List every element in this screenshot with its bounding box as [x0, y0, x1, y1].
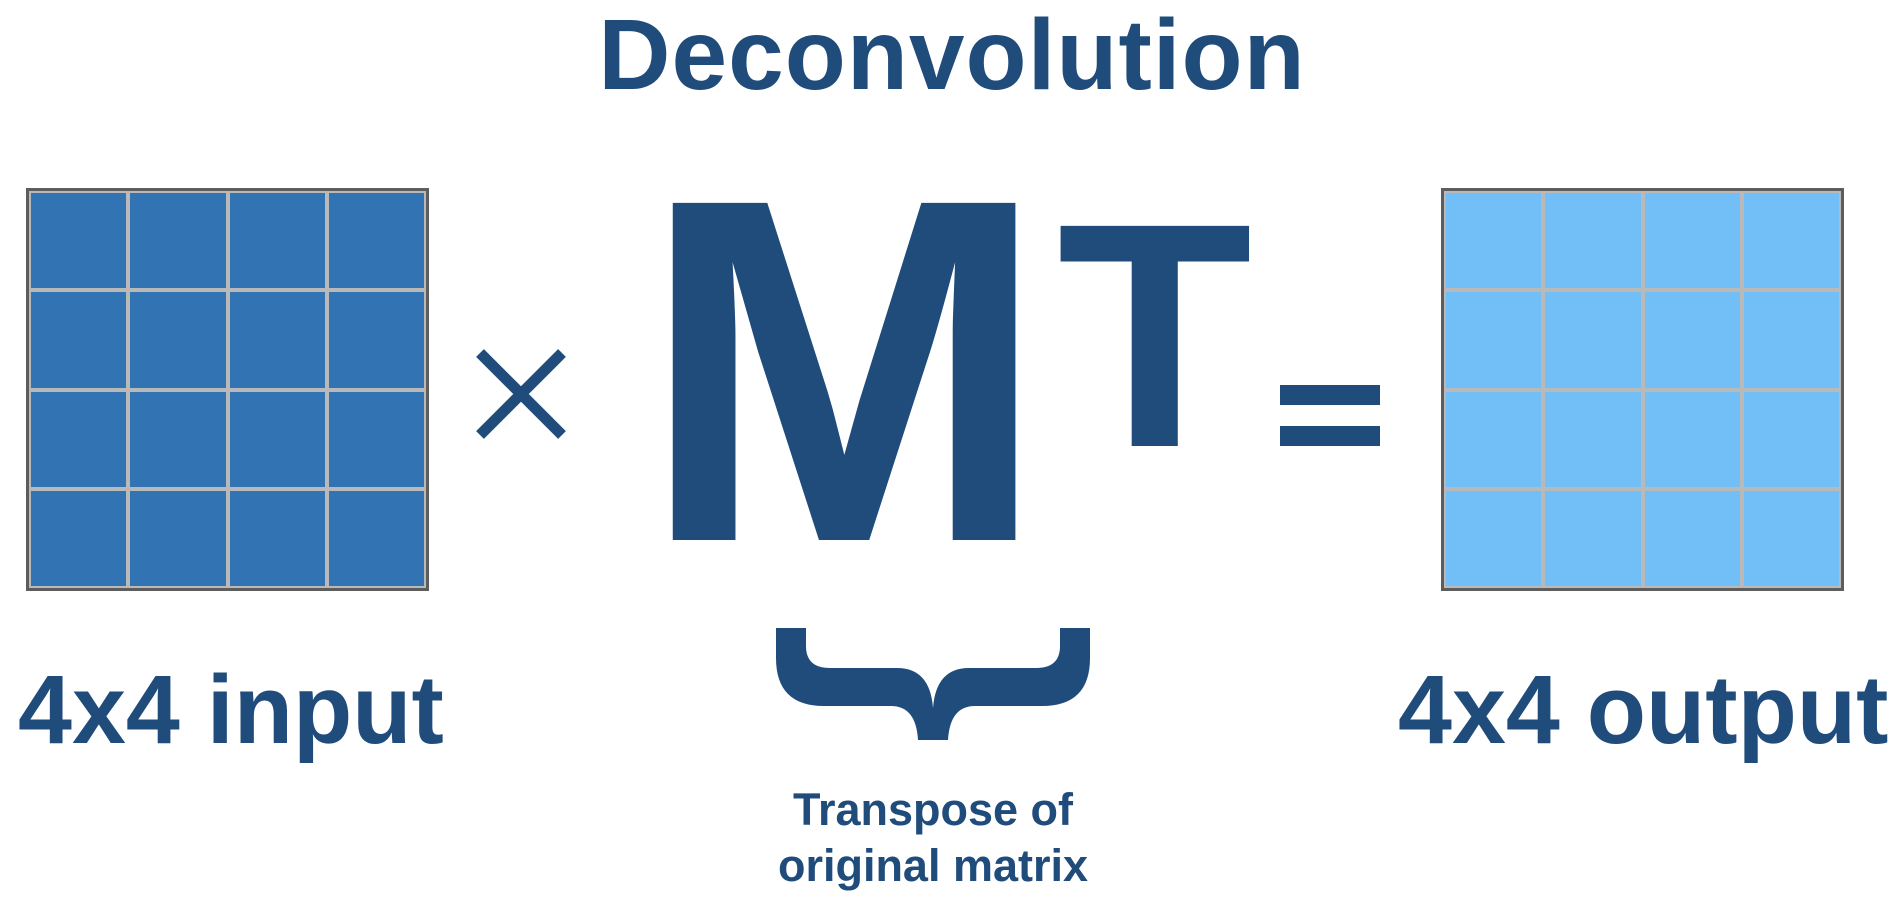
- input-matrix-cell: [227, 191, 327, 291]
- input-label: 4x4 input: [18, 655, 444, 764]
- output-matrix-cell: [1642, 488, 1742, 588]
- output-matrix-cell: [1642, 290, 1742, 390]
- input-matrix-cell: [128, 389, 228, 489]
- input-matrix-cell: [326, 389, 426, 489]
- output-matrix-cell: [1444, 290, 1544, 390]
- caption-line-2: original matrix: [777, 840, 1089, 891]
- output-matrix-cell: [1444, 488, 1544, 588]
- input-matrix-cell: [29, 389, 129, 489]
- output-matrix-cell: [1642, 389, 1742, 489]
- output-matrix-cell: [1741, 488, 1841, 588]
- input-matrix-cell: [29, 191, 129, 291]
- input-matrix-cell: [128, 290, 228, 390]
- input-matrix-cell: [227, 290, 327, 390]
- input-matrix-cell: [326, 488, 426, 588]
- output-matrix-cell: [1741, 290, 1841, 390]
- output-matrix-cell: [1642, 191, 1742, 291]
- multiply-sign-icon: [476, 349, 566, 439]
- input-matrix-cell: [227, 389, 327, 489]
- output-matrix-cell: [1741, 191, 1841, 291]
- input-matrix-grid: [26, 188, 429, 591]
- output-matrix-grid: [1441, 188, 1844, 591]
- output-matrix-cell: [1444, 191, 1544, 291]
- matrix-caption: Transpose of original matrix: [733, 782, 1133, 894]
- output-matrix-cell: [1543, 389, 1643, 489]
- input-matrix-cell: [29, 488, 129, 588]
- input-matrix-cell: [128, 488, 228, 588]
- diagram-title: Deconvolution: [598, 0, 1306, 111]
- input-matrix-cell: [128, 191, 228, 291]
- input-matrix-cell: [326, 191, 426, 291]
- output-matrix-cell: [1543, 290, 1643, 390]
- input-matrix-cell: [326, 290, 426, 390]
- output-matrix-cell: [1543, 191, 1643, 291]
- output-matrix-cell: [1444, 389, 1544, 489]
- curly-brace-icon: [776, 628, 1090, 740]
- caption-line-1: Transpose of: [792, 784, 1074, 835]
- equals-sign-icon: [1280, 385, 1380, 446]
- input-matrix-cell: [29, 290, 129, 390]
- transpose-superscript: T: [1057, 156, 1253, 514]
- matrix-symbol: M: [640, 96, 1049, 644]
- output-label: 4x4 output: [1398, 655, 1889, 764]
- output-matrix-cell: [1543, 488, 1643, 588]
- output-matrix-cell: [1741, 389, 1841, 489]
- input-matrix-cell: [227, 488, 327, 588]
